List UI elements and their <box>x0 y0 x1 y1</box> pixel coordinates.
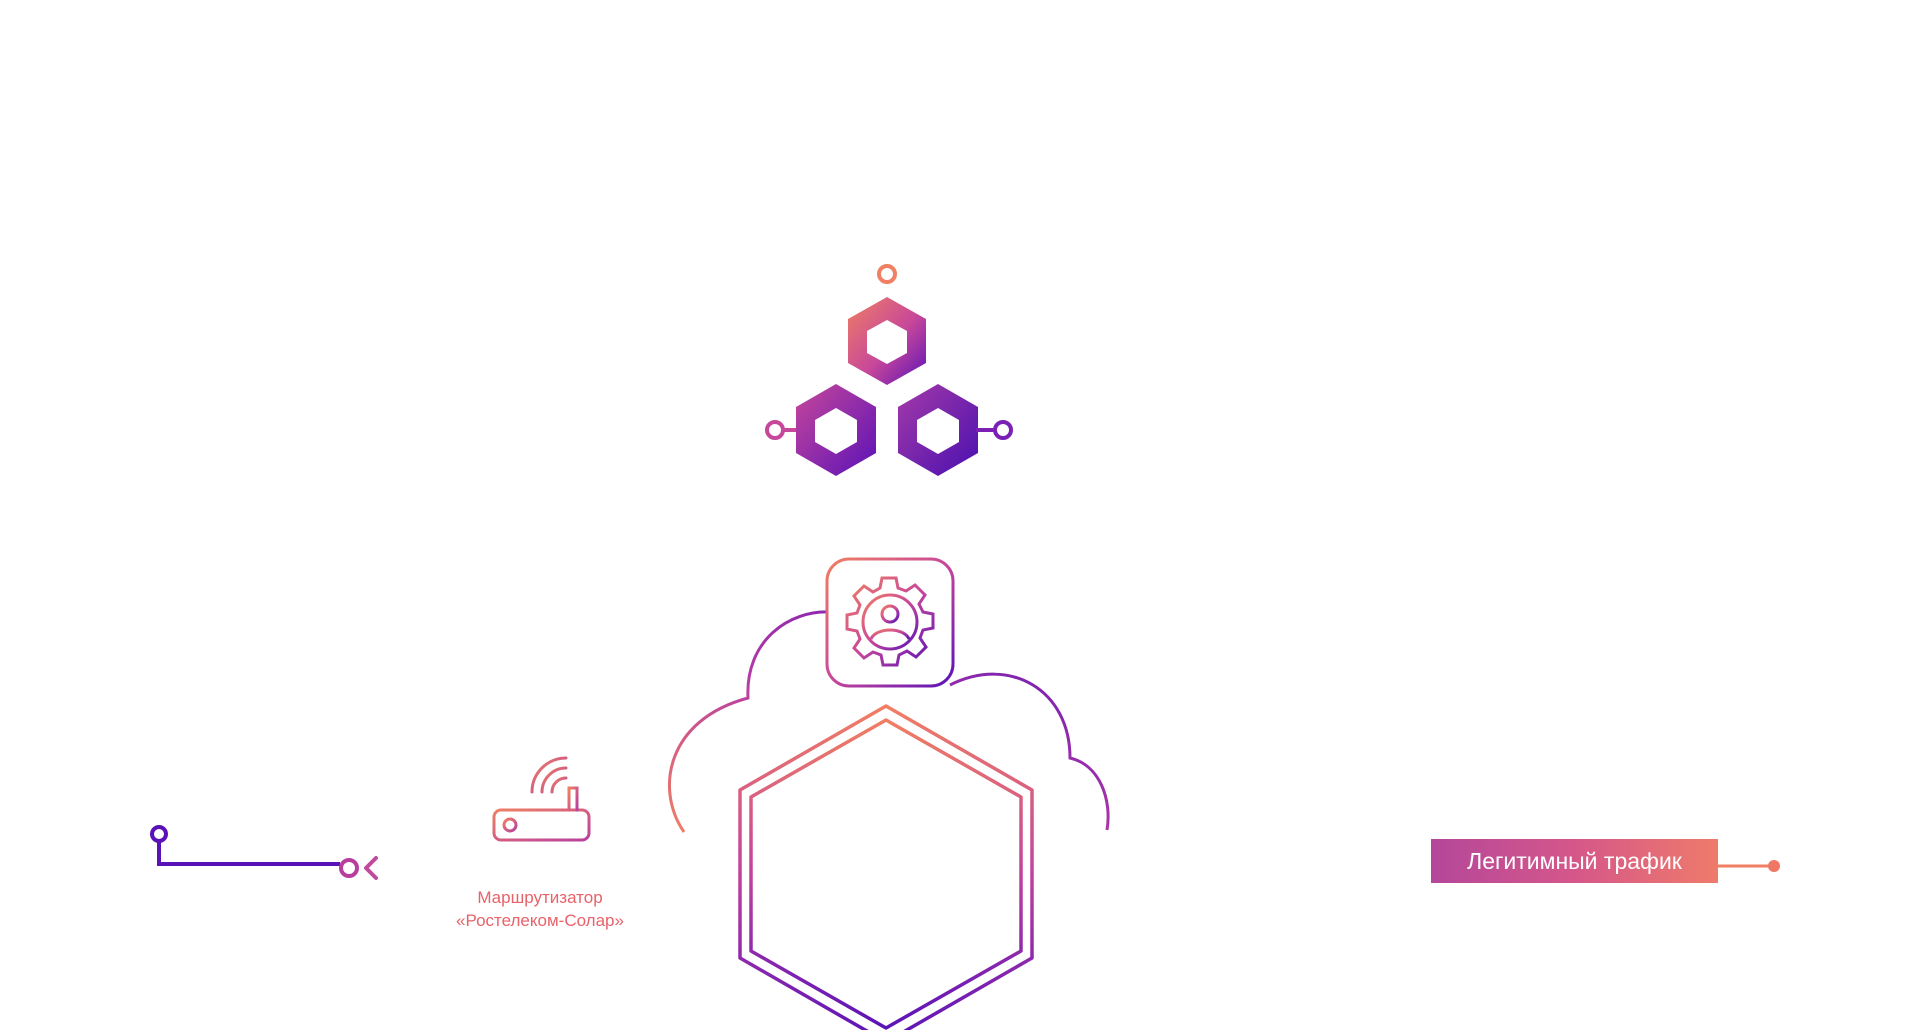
wifi-router-icon <box>492 756 591 842</box>
left-connection-line <box>150 825 741 880</box>
right-connection-line <box>1032 860 1780 872</box>
legitimate-traffic-label: Легитимный трафик <box>1431 839 1718 883</box>
router-caption: Маршрутизатор «Ростелеком-Солар» <box>400 886 680 932</box>
hexagon-cluster-icon <box>765 264 1013 476</box>
router-caption-line2: «Ростелеком-Солар» <box>456 911 624 930</box>
double-hexagon-icon <box>738 704 1034 1030</box>
cloud-outline-icon <box>667 610 1110 833</box>
router-caption-line1: Маршрутизатор <box>477 888 603 907</box>
gear-user-icon <box>825 557 955 688</box>
